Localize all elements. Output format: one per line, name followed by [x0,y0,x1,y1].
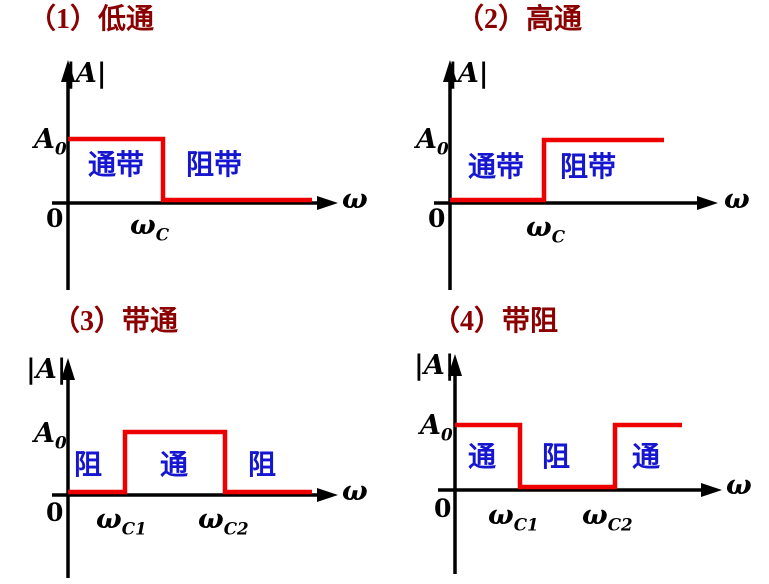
x-axis-label: ω [724,184,750,215]
band-label-pass: 通带 [468,152,525,183]
cutoff-sub: C [155,224,170,245]
amplitude-sub: 0 [54,432,67,453]
band-label-stop: 阻 [542,442,571,473]
y-axis-label: |A| [448,58,489,89]
cutoff-base: ω [488,500,514,531]
cutoff-sub: C2 [607,514,633,535]
panel-bandpass: （3）带通 |A| A0 阻 通 阻 0 ωC1 ωC2 ω [0,300,380,584]
y-axis-label: |A| [414,350,455,381]
cutoff-base: ω [198,504,224,535]
amplitude-label: A0 [34,126,67,157]
y-axis-arrowhead [61,60,75,82]
x-axis-label: ω [726,470,752,501]
amplitude-label: A0 [34,420,67,451]
cutoff-base: ω [526,212,552,243]
origin-label: 0 [46,498,64,527]
x-axis-arrowhead [697,196,718,210]
cutoff-sub: C1 [121,518,147,539]
cutoff-sub: C1 [513,514,539,535]
y-axis-arrowhead [443,60,457,82]
band-label-stop: 阻带 [560,152,617,183]
cutoff-label-1: ωC1 [488,502,539,533]
y-axis-label: |A| [26,354,67,385]
panel-lowpass: （1）低通 |A| A0 通带 阻带 0 ωC ω [0,0,380,300]
amplitude-base: A [34,124,55,155]
x-axis-arrowhead [701,483,722,497]
response-curve [455,422,682,490]
amplitude-sub: 0 [54,138,67,159]
amplitude-label: A0 [416,126,449,157]
x-axis-label: ω [342,476,368,507]
x-axis-arrowhead [317,196,338,210]
amplitude-label: A0 [420,412,453,443]
band-label-stop2: 阻 [248,450,277,481]
response-curve [68,429,312,495]
cutoff-base: ω [582,500,608,531]
cutoff-base: ω [96,504,122,535]
panel-title: （3）带通 [52,306,179,337]
amplitude-sub: 0 [436,138,449,159]
band-label-pass: 通 [468,442,497,473]
response-curve [68,136,312,203]
panel-bandstop: （4）带阻 |A| A0 通 阻 通 0 ωC1 ωC2 ω [380,300,769,584]
panel-title: （2）高通 [456,4,583,35]
cutoff-label: ωC [130,212,169,243]
band-label-stop: 阻带 [186,150,243,181]
x-axis-arrowhead [317,488,338,502]
response-curve [450,137,664,203]
cutoff-sub: C [551,226,566,247]
bandpass-plot [52,358,338,578]
cutoff-label-1: ωC1 [96,506,147,537]
lowpass-plot [52,60,338,290]
amplitude-base: A [416,124,437,155]
panel-title: （4）带阻 [432,306,559,337]
cutoff-label-2: ωC2 [198,506,249,537]
cutoff-label-2: ωC2 [582,502,633,533]
amplitude-base: A [420,410,441,441]
y-axis-arrowhead [448,354,462,376]
origin-label: 0 [434,494,452,523]
amplitude-base: A [34,418,55,449]
cutoff-sub: C2 [223,518,249,539]
band-label-pass2: 通 [632,442,661,473]
origin-label: 0 [428,204,446,233]
bandstop-plot [438,354,722,574]
band-label-stop: 阻 [74,450,103,481]
band-label-pass: 通带 [88,150,145,181]
band-label-pass: 通 [160,450,189,481]
amplitude-sub: 0 [440,424,453,445]
y-axis-arrowhead [61,358,75,380]
x-axis-label: ω [342,184,368,215]
cutoff-base: ω [130,210,156,241]
panel-highpass: （2）高通 |A| A0 通带 阻带 0 ωC ω [380,0,769,300]
origin-label: 0 [46,204,64,233]
panel-title: （1）低通 [28,4,155,35]
y-axis-label: |A| [66,58,107,89]
cutoff-label: ωC [526,214,565,245]
highpass-plot [434,60,718,290]
